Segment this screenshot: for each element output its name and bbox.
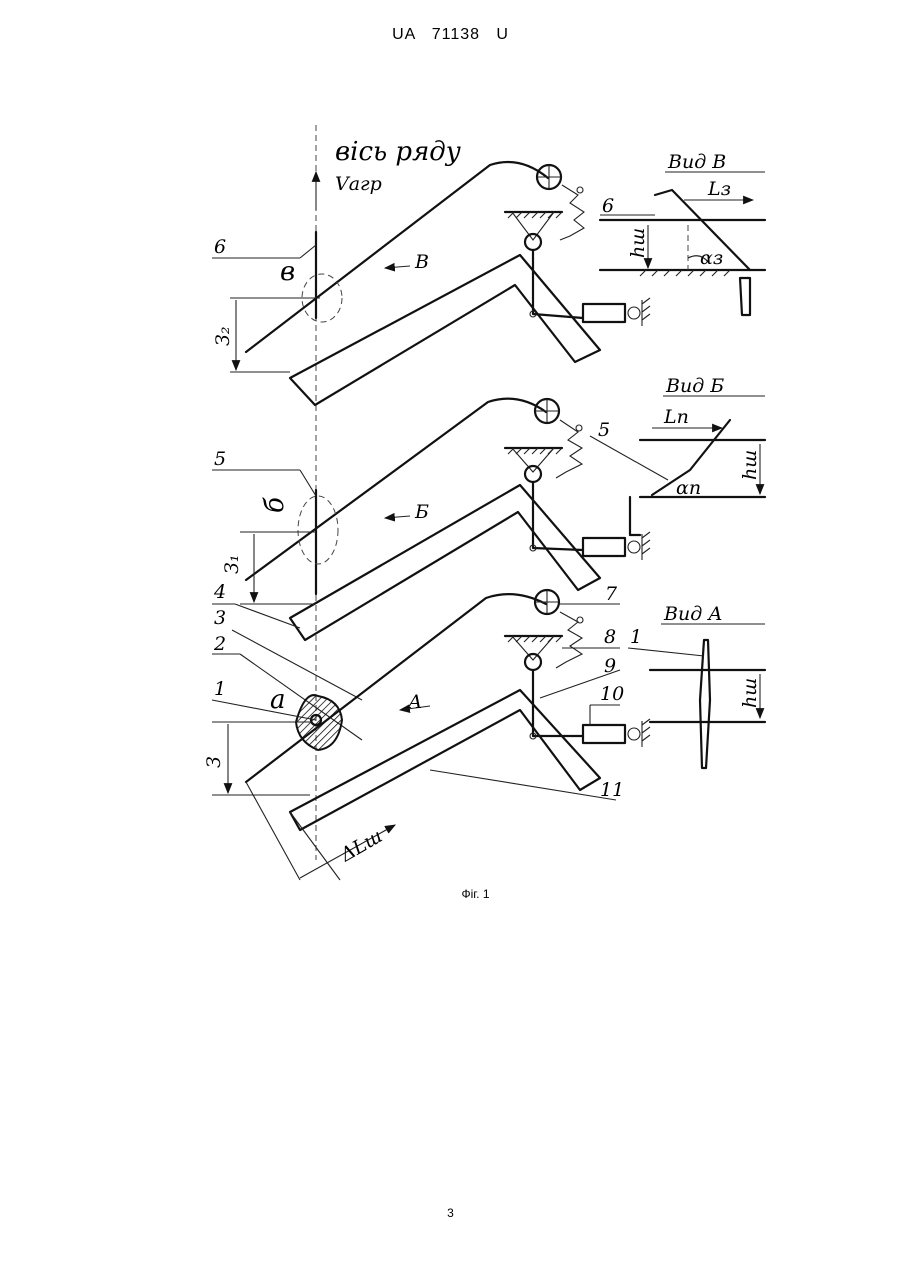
svg-text:1: 1 xyxy=(214,678,226,700)
svg-text:З₂: З₂ xyxy=(212,327,234,346)
view-a: Вид А 1 hш xyxy=(628,603,765,768)
svg-text:ΔLш: ΔLш xyxy=(336,825,386,867)
panel-bottom-cylinder-icon xyxy=(583,725,625,743)
svg-text:hш: hш xyxy=(739,678,761,708)
svg-text:9: 9 xyxy=(604,655,616,677)
svg-text:6: 6 xyxy=(214,236,226,258)
svg-text:10: 10 xyxy=(600,683,624,705)
svg-text:8: 8 xyxy=(604,626,616,648)
panel-bottom-letter: а xyxy=(270,685,286,715)
svg-text:1: 1 xyxy=(630,626,642,648)
panel-middle-cylinder-icon xyxy=(583,538,625,556)
svg-text:Вид В: Вид В xyxy=(667,151,726,173)
panel-bottom-spring-icon xyxy=(556,612,582,668)
svg-text:6: 6 xyxy=(602,195,614,217)
svg-text:Lп: Lп xyxy=(663,406,689,428)
svg-text:7: 7 xyxy=(605,583,618,605)
panel-middle-pivot-icon xyxy=(525,466,541,482)
velocity-label: Vагр xyxy=(335,173,382,195)
panel-top: 6 в В З₂ xyxy=(212,162,650,405)
panel-bottom-pivot-icon xyxy=(525,654,541,670)
panel-top-pivot-icon xyxy=(525,234,541,250)
svg-text:Lз: Lз xyxy=(707,178,731,200)
panel-bottom: 7 1 а А З 8 9 10 11 ΔLш xyxy=(203,583,650,880)
svg-text:Б: Б xyxy=(414,501,429,523)
svg-text:4: 4 xyxy=(213,581,226,603)
panel-middle-lower-frame xyxy=(290,485,600,640)
view-b: Вид Б Lп 5 hш αп xyxy=(590,375,765,535)
page-number: 3 xyxy=(0,1206,901,1220)
svg-text:А: А xyxy=(406,691,422,713)
svg-text:5: 5 xyxy=(214,448,226,470)
svg-text:Вид Б: Вид Б xyxy=(665,375,724,397)
svg-text:Вид А: Вид А xyxy=(663,603,723,625)
axis-label: вісь ряду xyxy=(335,137,461,167)
svg-text:В: В xyxy=(414,251,429,273)
svg-text:З: З xyxy=(203,756,225,768)
panel-middle-upper-arm xyxy=(246,399,546,580)
svg-text:3: 3 xyxy=(214,607,226,629)
svg-text:5: 5 xyxy=(598,419,610,441)
view-v: Вид В Lз 6 hш αз xyxy=(600,151,765,315)
svg-text:αз: αз xyxy=(700,247,723,269)
svg-text:hш: hш xyxy=(627,228,649,258)
panel-top-cylinder-icon xyxy=(583,304,625,322)
svg-text:αп: αп xyxy=(676,477,701,499)
view-a-cutter xyxy=(700,640,710,768)
svg-text:З₁: З₁ xyxy=(221,555,243,574)
svg-text:hш: hш xyxy=(739,450,761,480)
figure-caption: Фіг. 1 xyxy=(0,887,901,901)
panel-middle-letter: б xyxy=(260,497,290,513)
svg-text:2: 2 xyxy=(213,633,226,655)
panel-top-letter: в xyxy=(280,257,295,287)
panel-top-lower-frame xyxy=(290,255,600,405)
panel-bottom-upper-arm xyxy=(246,594,546,782)
svg-text:11: 11 xyxy=(600,779,624,801)
